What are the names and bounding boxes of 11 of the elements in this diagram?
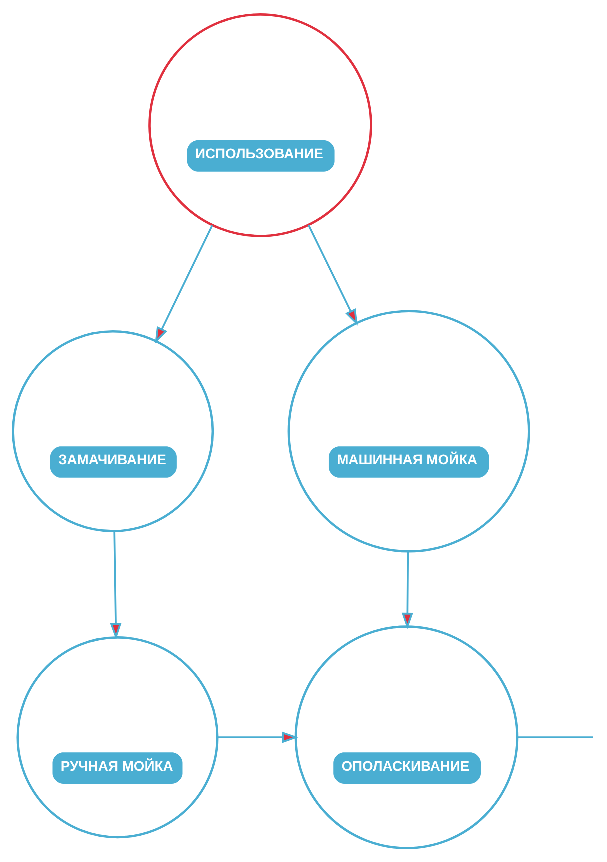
node-circle: РУЧНАЯ МОЙКА xyxy=(16,636,219,838)
node-circle: МАШИННАЯ МОЙКА xyxy=(288,310,530,552)
arrow xyxy=(402,550,414,629)
node-circle: ОПОЛАСКИВАНИЕ xyxy=(294,625,519,849)
arrow xyxy=(155,224,214,344)
arrow xyxy=(110,531,122,640)
arrow xyxy=(308,224,358,326)
arrow xyxy=(218,731,299,743)
connector xyxy=(518,736,594,738)
node-circle: ЗАМАЧИВАНИЕ xyxy=(12,330,214,532)
node-circle: ИСПОЛЬЗОВАНИЕ xyxy=(148,13,372,237)
